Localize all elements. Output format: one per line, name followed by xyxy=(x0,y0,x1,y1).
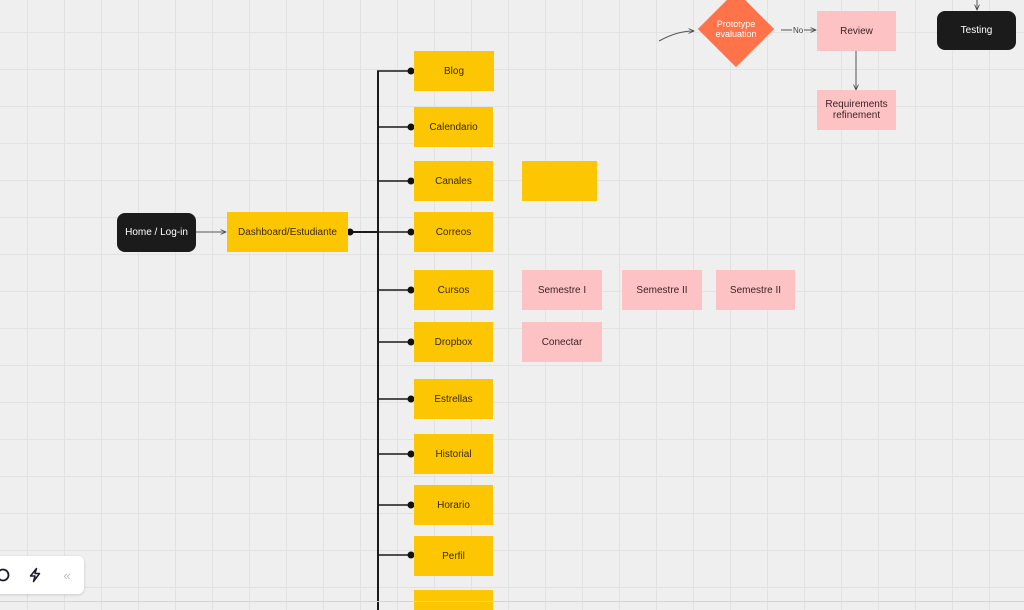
menu-label-dropbox: Dropbox xyxy=(434,336,473,348)
menu-node-partial[interactable] xyxy=(414,590,493,610)
menu-node-cursos[interactable]: Cursos xyxy=(414,270,493,310)
menu-label-calendario: Calendario xyxy=(429,121,478,133)
testing-node[interactable]: Testing xyxy=(937,11,1016,50)
lightning-icon[interactable] xyxy=(26,566,44,584)
menu-label-blog: Blog xyxy=(443,65,464,77)
menu-label-cursos: Cursos xyxy=(437,284,470,296)
menu-node-estrellas[interactable]: Estrellas xyxy=(414,379,493,419)
dropbox-conectar-label: Conectar xyxy=(541,336,583,348)
menu-node-calendario[interactable]: Calendario xyxy=(414,107,493,147)
review-node[interactable]: Review xyxy=(817,11,896,51)
circle-icon[interactable] xyxy=(0,566,12,584)
menu-node-horario[interactable]: Horario xyxy=(414,485,493,525)
menu-node-blog[interactable]: Blog xyxy=(414,51,494,91)
cursos-semestre-1-node[interactable]: Semestre I xyxy=(522,270,602,310)
home-login-label: Home / Log-in xyxy=(125,227,188,238)
home-login-node[interactable]: Home / Log-in xyxy=(117,213,196,252)
connector-branches xyxy=(377,67,415,559)
menu-label-correos: Correos xyxy=(435,226,472,238)
cursos-semestre-2-label: Semestre II xyxy=(636,284,688,296)
cursos-semestre-2-node[interactable]: Semestre II xyxy=(622,270,702,310)
menu-label-perfil: Perfil xyxy=(442,550,465,562)
testing-label: Testing xyxy=(960,25,993,36)
menu-node-canales[interactable]: Canales xyxy=(414,161,493,201)
review-label: Review xyxy=(840,25,873,37)
menu-node-dropbox[interactable]: Dropbox xyxy=(414,322,493,362)
requirements-refinement-node[interactable]: Requirements refinement xyxy=(817,90,896,130)
menu-node-correos[interactable]: Correos xyxy=(414,212,493,252)
canvas-bottom-border xyxy=(0,601,1024,602)
menu-label-canales: Canales xyxy=(435,175,472,187)
menu-node-perfil[interactable]: Perfil xyxy=(414,536,493,576)
cursos-semestre-3-label: Semestre II xyxy=(729,284,782,296)
menu-label-estrellas: Estrellas xyxy=(434,393,473,405)
menu-label-historial: Historial xyxy=(435,448,472,460)
prototype-evaluation-decision[interactable]: Prototype evaluation xyxy=(697,0,775,68)
dropbox-conectar-node[interactable]: Conectar xyxy=(522,322,602,362)
bottom-toolbar: « xyxy=(0,556,84,594)
dashboard-estudiante-label: Dashboard/Estudiante xyxy=(238,226,337,238)
menu-node-historial[interactable]: Historial xyxy=(414,434,493,474)
cursos-semestre-3-node[interactable]: Semestre II xyxy=(716,270,795,310)
connector-into-decision xyxy=(658,31,694,42)
requirements-refinement-label: Requirements refinement xyxy=(825,99,888,121)
edge-label-no: No xyxy=(792,26,805,35)
menu-label-horario: Horario xyxy=(437,499,470,511)
dashboard-estudiante-node[interactable]: Dashboard/Estudiante xyxy=(227,212,348,252)
decision-label: Prototype evaluation xyxy=(715,18,757,39)
canales-empty-sticky[interactable] xyxy=(522,161,597,201)
cursos-semestre-1-label: Semestre I xyxy=(537,284,587,296)
collapse-chevrons-icon[interactable]: « xyxy=(63,567,71,583)
